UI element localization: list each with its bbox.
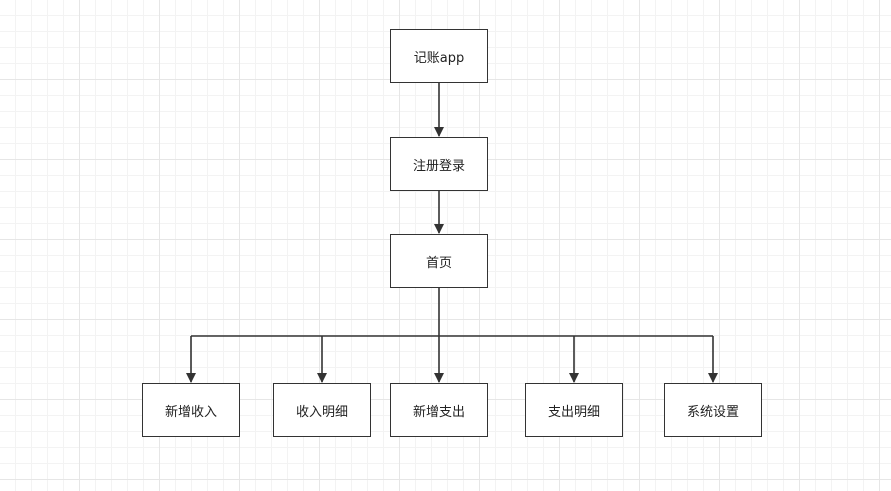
- node-income-detail-label: 收入明细: [295, 404, 348, 420]
- node-expense-detail-label: 支出明细: [547, 404, 600, 420]
- node-add-expense[interactable]: 新增支出: [390, 383, 488, 437]
- node-app[interactable]: 记账app: [390, 29, 488, 83]
- node-add-income[interactable]: 新增收入: [142, 383, 240, 437]
- node-system-settings-label: 系统设置: [686, 404, 739, 420]
- node-add-income-label: 新增收入: [164, 404, 217, 420]
- node-home[interactable]: 首页: [390, 234, 488, 288]
- node-register-login-label: 注册登录: [412, 158, 465, 174]
- node-app-label: 记账app: [413, 50, 465, 66]
- node-income-detail[interactable]: 收入明细: [273, 383, 371, 437]
- node-register-login[interactable]: 注册登录: [390, 137, 488, 191]
- node-home-label: 首页: [425, 255, 452, 271]
- node-add-expense-label: 新增支出: [412, 404, 465, 420]
- node-expense-detail[interactable]: 支出明细: [525, 383, 623, 437]
- node-system-settings[interactable]: 系统设置: [664, 383, 762, 437]
